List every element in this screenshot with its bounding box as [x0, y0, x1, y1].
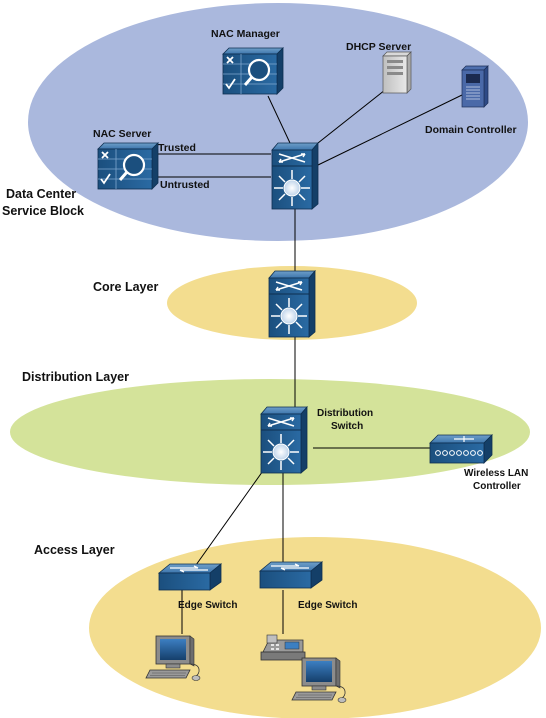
domain-controller-label: Domain Controller: [425, 124, 517, 136]
datacenter-zone-label-line1: Data Center: [6, 187, 76, 201]
edge-switch-1-device[interactable]: [158, 563, 222, 591]
ip-phone-icon: [260, 634, 306, 661]
dhcp-server-label: DHCP Server: [346, 41, 411, 53]
link-dhcp-dcswitch: [317, 85, 391, 144]
untrusted-link-label: Untrusted: [160, 179, 210, 191]
distribution-layer-label: Distribution Layer: [22, 370, 129, 384]
edge-switch-2-device[interactable]: [259, 561, 323, 589]
link-nacmanager-dcswitch: [267, 95, 291, 144]
distribution-switch-label-line1: Distribution: [317, 408, 373, 419]
wlan-controller-label-line1: Wireless LAN: [464, 468, 528, 479]
edge-switch-2-label: Edge Switch: [298, 600, 357, 611]
wireless-controller-icon: [429, 434, 493, 464]
nac-appliance-icon: [96, 141, 160, 191]
nac-appliance-icon: [221, 46, 285, 96]
nac-server-device[interactable]: [96, 141, 160, 191]
wlan-controller-label-line2: Controller: [473, 481, 521, 492]
core-layer-label: Core Layer: [93, 280, 158, 294]
domain-controller-device[interactable]: [461, 65, 489, 108]
core-switch-device[interactable]: [268, 270, 316, 338]
wlan-controller-device[interactable]: [429, 434, 493, 464]
edge-switch-1-label: Edge Switch: [178, 600, 237, 611]
server-tower-icon: [461, 65, 489, 108]
link-domaincontroller-dcswitch: [317, 94, 463, 166]
multilayer-switch-icon: [260, 406, 308, 474]
workgroup-switch-icon: [158, 563, 222, 591]
trusted-link-label: Trusted: [158, 142, 196, 154]
multilayer-switch-icon: [268, 270, 316, 338]
datacenter-zone-label-line2: Service Block: [2, 204, 84, 218]
distribution-switch-label-line2: Switch: [331, 421, 363, 432]
server-icon: [382, 51, 412, 94]
dhcp-server-device[interactable]: [382, 51, 412, 94]
multilayer-switch-icon: [271, 142, 319, 210]
datacenter-switch-device[interactable]: [271, 142, 319, 210]
link-dist-edge1: [195, 467, 266, 566]
access-layer-label: Access Layer: [34, 543, 115, 557]
nac-manager-label: NAC Manager: [211, 28, 280, 40]
ip-phone-device[interactable]: [260, 634, 306, 661]
nac-server-label: NAC Server: [93, 128, 151, 140]
distribution-switch-device[interactable]: [260, 406, 308, 474]
workgroup-switch-icon: [259, 561, 323, 589]
network-links: [156, 85, 463, 634]
nac-manager-device[interactable]: [221, 46, 285, 96]
